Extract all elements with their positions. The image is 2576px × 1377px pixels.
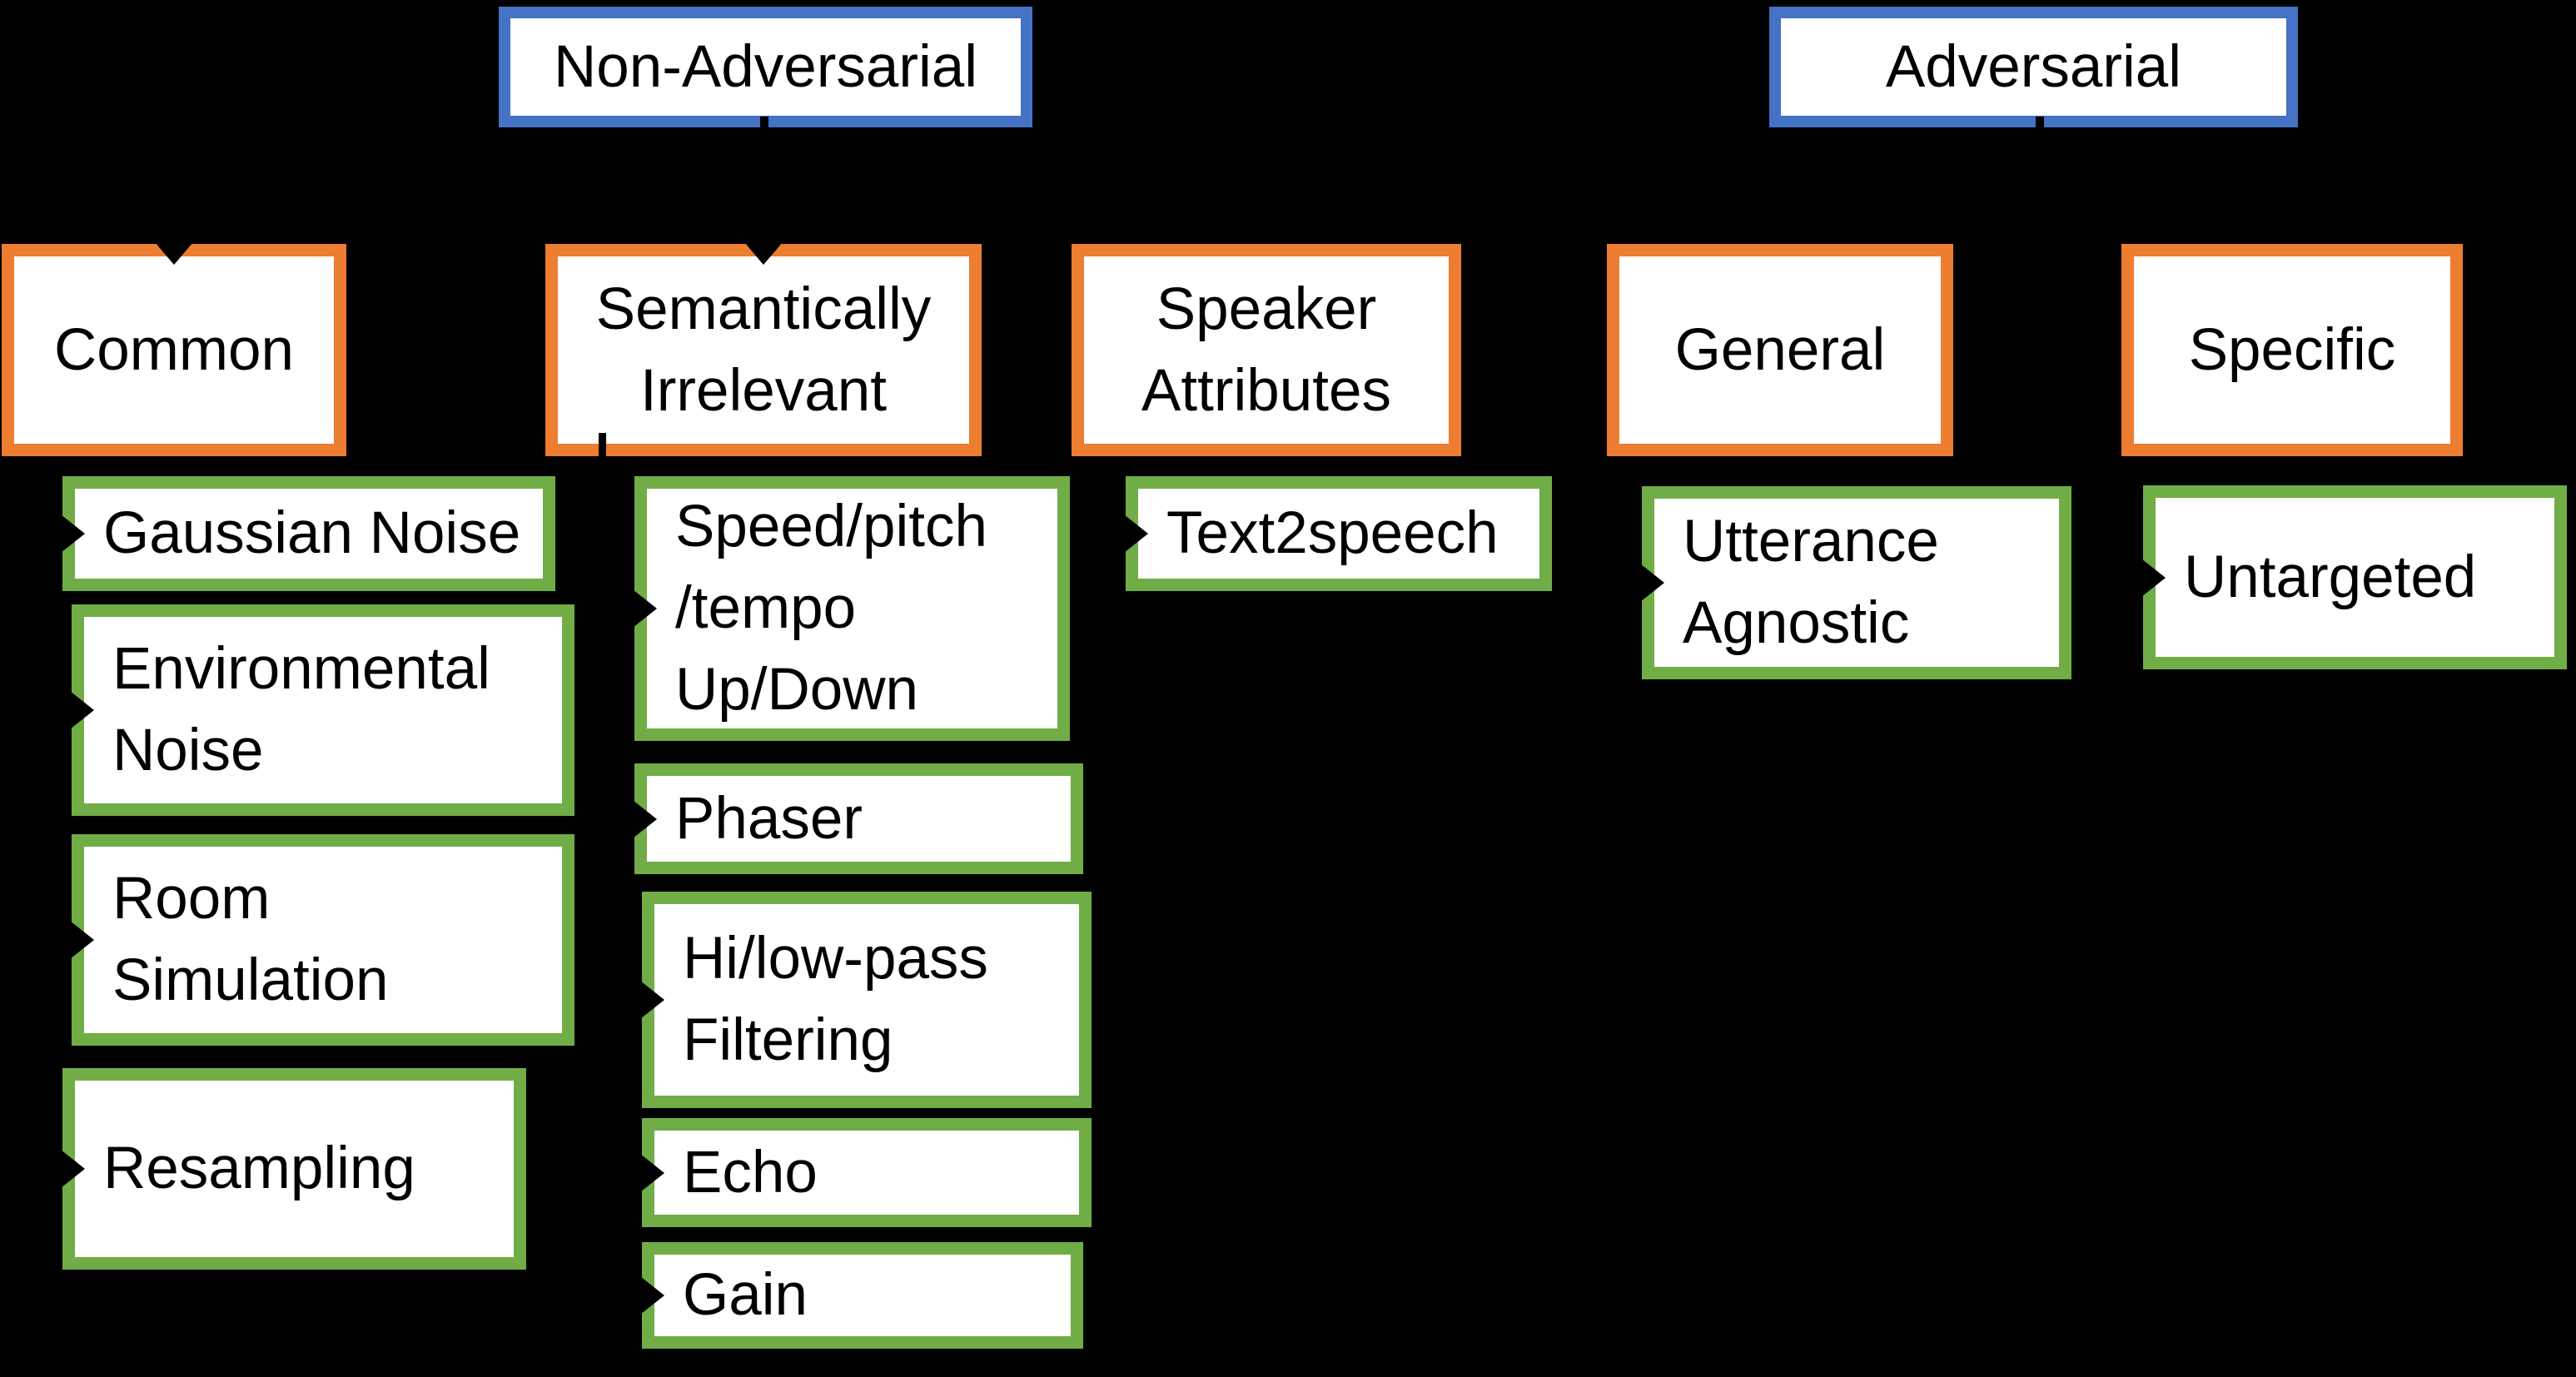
node-label: Room Simulation — [112, 866, 389, 1013]
node-label: Semantically Irrelevant — [595, 276, 932, 424]
node-label: Text2speech — [1166, 500, 1499, 567]
node-common: Common — [2, 242, 346, 456]
connector-stub-non-adversarial-bottom-stub — [760, 117, 768, 164]
connector-arrowhead-right-icon — [640, 1276, 664, 1315]
node-label: Speed/pitch /tempo Up/Down — [675, 494, 988, 723]
node-resampling: Resampling — [61, 1068, 526, 1270]
node-label: Adversarial — [1885, 33, 2182, 100]
node-text2speech: Text2speech — [1124, 476, 1552, 591]
node-speaker-attributes: Speaker Attributes — [1072, 244, 1461, 456]
node-general: General — [1607, 244, 1953, 456]
node-semantically-irrelevant: Semantically Irrelevant — [545, 242, 982, 456]
connector-arrowhead-right-icon — [2141, 558, 2166, 597]
node-label: Gaussian Noise — [103, 500, 521, 567]
node-non-adversarial: Non-Adversarial — [499, 7, 1032, 127]
node-label: Gain — [683, 1262, 808, 1329]
node-echo: Echo — [640, 1118, 1092, 1227]
node-gaussian-noise: Gaussian Noise — [61, 476, 555, 591]
node-label: Specific — [2188, 316, 2396, 383]
connector-arrowhead-right-icon — [1124, 515, 1148, 553]
node-label: Echo — [683, 1139, 818, 1205]
connector-arrowhead-right-icon — [61, 515, 85, 553]
connector-arrowhead-right-icon — [1640, 564, 1664, 602]
node-label: Utterance Agnostic — [1683, 509, 1939, 656]
connector-arrowhead-right-icon — [633, 799, 657, 838]
node-adversarial: Adversarial — [1769, 7, 2298, 127]
node-label: Untargeted — [2184, 544, 2477, 610]
node-gain: Gain — [640, 1242, 1083, 1349]
node-environmental-noise: Environmental Noise — [70, 604, 574, 816]
node-label: General — [1674, 316, 1886, 383]
node-utterance-agnostic: Utterance Agnostic — [1640, 486, 2071, 679]
connector-arrowhead-right-icon — [70, 691, 94, 729]
node-room-simulation: Room Simulation — [70, 834, 574, 1046]
connector-arrowhead-right-icon — [640, 981, 664, 1019]
node-untargeted: Untargeted — [2141, 485, 2567, 669]
node-specific: Specific — [2121, 244, 2463, 456]
node-phaser: Phaser — [633, 763, 1083, 874]
connector-arrowhead-down-icon — [155, 242, 193, 265]
node-label: Resampling — [103, 1136, 415, 1202]
connector-stub-semantically-irrelevant-bottom-stub — [599, 433, 606, 473]
node-label: Common — [53, 316, 295, 383]
node-label: Hi/low-pass Filtering — [683, 926, 988, 1073]
connector-arrowhead-right-icon — [70, 921, 94, 959]
connector-arrowhead-right-icon — [640, 1153, 664, 1192]
node-label: Phaser — [675, 785, 863, 852]
connector-arrowhead-right-icon — [61, 1150, 85, 1188]
connector-stub-adversarial-bottom-stub — [2036, 117, 2044, 164]
node-label: Speaker Attributes — [1141, 276, 1391, 424]
node-label: Non-Adversarial — [553, 33, 978, 100]
node-speed-pitch-tempo: Speed/pitch /tempo Up/Down — [633, 476, 1070, 741]
connector-arrowhead-right-icon — [633, 589, 657, 628]
connector-arrowhead-down-icon — [744, 242, 783, 265]
node-hi-low-pass-filtering: Hi/low-pass Filtering — [640, 892, 1092, 1108]
node-label: Environmental Noise — [112, 636, 490, 783]
